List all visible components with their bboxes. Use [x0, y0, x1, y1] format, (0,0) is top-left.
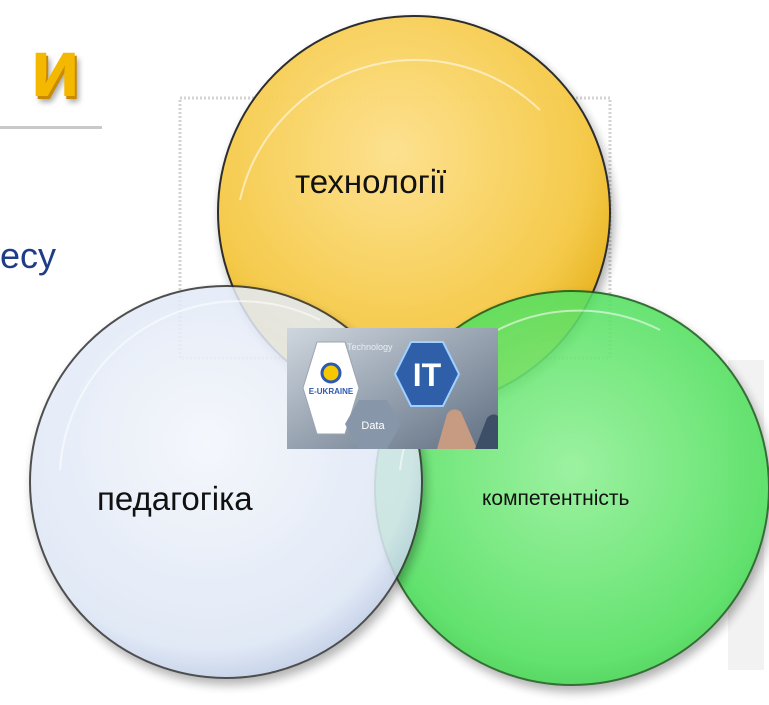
- logo-hexagon: [302, 341, 360, 435]
- hex-small: [345, 400, 401, 449]
- logo-emblem-icon: [320, 362, 342, 384]
- hex-small-text: Data: [361, 420, 385, 432]
- center-image: Technology E-UKRAINE Data IT: [287, 328, 498, 449]
- title-underline: [0, 126, 102, 129]
- sleeve-shape: [475, 414, 498, 449]
- label-pedagogy: педагогіка: [97, 480, 253, 517]
- label-technology: технології: [295, 163, 447, 200]
- hand-shape: [437, 409, 477, 449]
- hex-it: [393, 341, 461, 407]
- hex-it-text: IT: [413, 357, 442, 393]
- label-competence: компетентність: [482, 487, 630, 510]
- slide-subtitle-fragment: есу: [0, 235, 57, 276]
- slide-title-fragment: и: [30, 23, 81, 114]
- image-background-word: Technology: [347, 342, 393, 352]
- logo-text: E-UKRAINE: [309, 387, 354, 396]
